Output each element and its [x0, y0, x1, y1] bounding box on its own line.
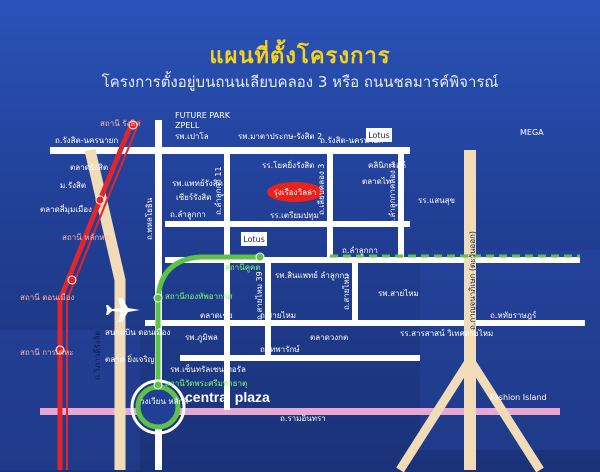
place-label: ตลาดรังสิต	[70, 163, 108, 172]
station-label: สถานีวัดพระศรีมหาธาตุ	[165, 379, 247, 388]
red-line-secondary	[66, 119, 141, 470]
road-kanchanaphisek-branch	[396, 351, 544, 472]
place-label: รพ.ภูมิพล	[185, 333, 218, 343]
road-label: ถ.ลำลูกกาคลอง 4	[388, 163, 398, 225]
road-saimai-39	[265, 260, 271, 360]
road-label: ถ.ลำลูกกา	[342, 246, 378, 256]
station-label: สถานี การเคหะ	[20, 348, 74, 357]
place-label: FUTURE PARK	[175, 111, 231, 120]
place-label: รพ.แพทย์รังสิต	[172, 178, 223, 188]
road-label: ถ.กาญจนาภิเษก (ตะวันออก)	[468, 231, 477, 330]
road-label: ถ.สายไหม	[260, 311, 296, 320]
station-dot-red	[95, 195, 105, 205]
station-label: สถานีกองทัพอากาศ	[165, 292, 233, 301]
road-lamlukka-upper	[165, 221, 410, 227]
lotus-label: Lotus	[243, 235, 265, 244]
road-vibhavadi	[84, 148, 126, 470]
project-marker[interactable]	[267, 182, 323, 202]
road-label: ถ.หทัยราษฎร์	[490, 310, 537, 320]
road-label: ถ.รังสิต-นครนายก	[55, 136, 118, 145]
place-label: ตลาดไท	[362, 177, 391, 186]
place-label: รพ.มาตาประกษ-รังสิต 2	[238, 132, 322, 141]
place-label: สนามบิน ดอนเมือง	[105, 328, 170, 337]
place-label: คลินิกเวิลด์	[368, 160, 406, 170]
place-label: รร.แสนสุข	[418, 196, 455, 205]
station-dot-red	[55, 345, 65, 355]
station-dot-red	[128, 120, 138, 130]
lotus-label: Lotus	[368, 131, 390, 140]
road-label: ถ.เทพารักษ์	[260, 344, 300, 354]
roundabout-laksi	[135, 384, 181, 430]
airplane-icon	[106, 298, 140, 322]
place-label: รพ.สินแพทย์ ลำลูกกา	[275, 270, 349, 281]
place-label: ตลาดวงกต	[310, 333, 348, 342]
place-label: รพ.เซ็นทรัลเซนเทอรัล	[170, 364, 246, 374]
station-dot-green	[153, 293, 163, 303]
station-label: สถานีคูคต	[225, 263, 261, 273]
road-saimai-vertical	[352, 260, 358, 322]
road-saimai	[145, 320, 585, 326]
red-line	[57, 119, 136, 470]
station-label: สถานี ดอนเมือง	[20, 293, 75, 302]
page-title: แผนที่ตั้งโครงการ	[209, 44, 391, 69]
place-label: รพ.เปาโล	[175, 131, 209, 141]
road-lamlukka	[165, 257, 580, 263]
place-label: ตลาด ยิ่งเจริญ	[105, 353, 155, 364]
place-label: ตลาดเชย	[200, 311, 233, 320]
road-label: ถ.สายไหม	[342, 274, 351, 310]
road-liab-klong-3	[327, 150, 333, 260]
road-label: ถ.เลียบคลอง 3	[317, 164, 326, 215]
fashion-island-logo: Fashion Island	[490, 393, 547, 402]
place-label: รพ.สายไหม	[378, 289, 419, 298]
road-label: ถ.ลำลูกกา 11	[214, 166, 224, 215]
station-dot-green	[153, 380, 163, 390]
lotus-badge	[366, 128, 392, 142]
road-label: ถ.พหลโยธิน	[144, 197, 154, 240]
place-label: รร.โยคยิ่งรังสิต	[262, 159, 314, 170]
road-label: ถ.วิภาวดีรังสิต	[93, 330, 102, 380]
central-plaza-logo: central plaza	[185, 389, 270, 405]
road-lamlukka-klong-4	[398, 150, 404, 260]
lotus-badge	[241, 232, 267, 246]
place-label: ม.รังสิต	[60, 181, 86, 190]
road-label: ถ.รามอินทรา	[280, 414, 326, 423]
road-label: ถ.รังสิต-นครนายก	[320, 136, 383, 145]
place-label: ตลาดสี่มุมเมือง	[40, 203, 92, 214]
road-ramintra	[40, 408, 560, 415]
place-label: รร.สารสาสน์ วิเทศสายไหม	[400, 328, 493, 338]
place-label: วงเวียน หลักสี่	[140, 395, 188, 406]
place-label: ZPELL	[175, 121, 200, 130]
station-dot-green	[255, 252, 265, 262]
page-subtitle: โครงการตั้งอยู่บนถนนเลียบคลอง 3 หรือ ถนน…	[101, 73, 499, 91]
road-lamlukka-11	[224, 150, 230, 410]
project-name-label: รุ่งเรืองวิลล่า	[274, 188, 317, 197]
road-label: ถ.สายไหม 39	[255, 271, 264, 320]
road-label: ถ.ลำลูกกา	[170, 210, 206, 220]
road-thepharak	[180, 355, 420, 361]
station-label: สถานี รังสิต	[100, 119, 141, 128]
place-label: รร.เตรียมปทุม	[270, 211, 319, 220]
station-dot-red	[67, 275, 77, 285]
place-label: เซียร์รังสิต	[176, 192, 211, 202]
station-label: สถานี หลักหก	[62, 233, 110, 242]
mega-logo: MEGA	[520, 128, 544, 137]
